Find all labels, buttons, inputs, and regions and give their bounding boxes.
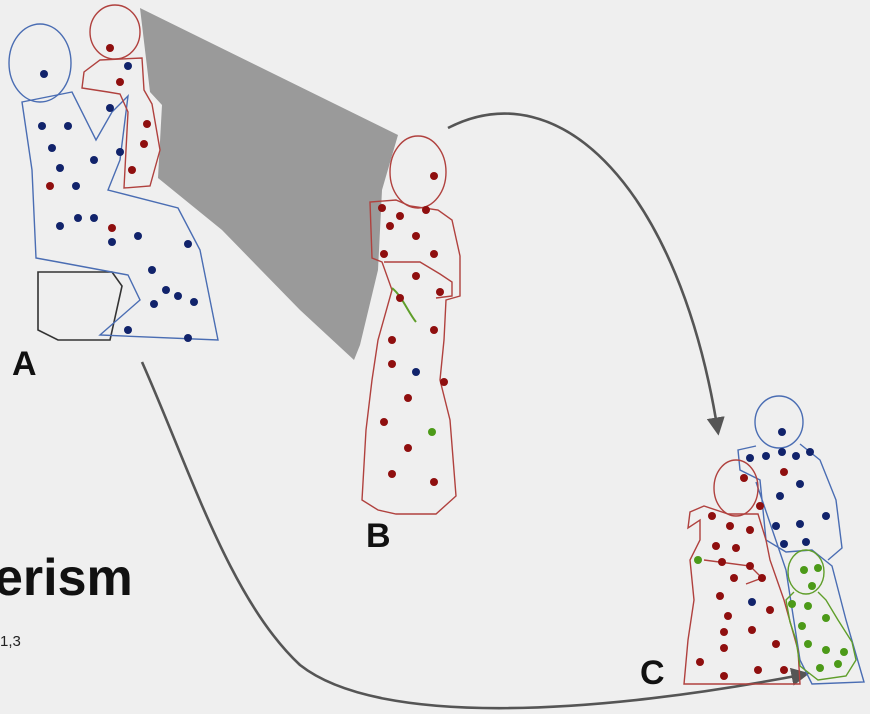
figure-b-outline <box>361 135 461 515</box>
arrow-a-to-c <box>140 361 810 710</box>
figure-c <box>683 395 865 685</box>
figure-c-blue <box>737 395 865 685</box>
label-a: A <box>12 345 37 383</box>
seat-block <box>37 271 123 341</box>
gray-beam <box>140 8 398 360</box>
figure-c-dots <box>694 428 848 680</box>
figure-b-green-stroke <box>391 287 417 323</box>
footnote-ref: 1,3 <box>0 633 21 650</box>
title-fragment: erism <box>0 549 133 607</box>
figure-b-dots <box>378 172 448 486</box>
figure-a <box>8 4 219 342</box>
label-b: B <box>366 517 391 555</box>
figure-a-child <box>81 4 161 189</box>
figure-a-dots <box>38 44 198 342</box>
figure-a-adult <box>8 23 219 341</box>
label-c: C <box>640 654 665 692</box>
figure-c-red <box>683 459 801 685</box>
figure-c-green <box>785 549 857 681</box>
figure-b <box>361 135 461 515</box>
arrow-b-to-c <box>447 112 725 436</box>
